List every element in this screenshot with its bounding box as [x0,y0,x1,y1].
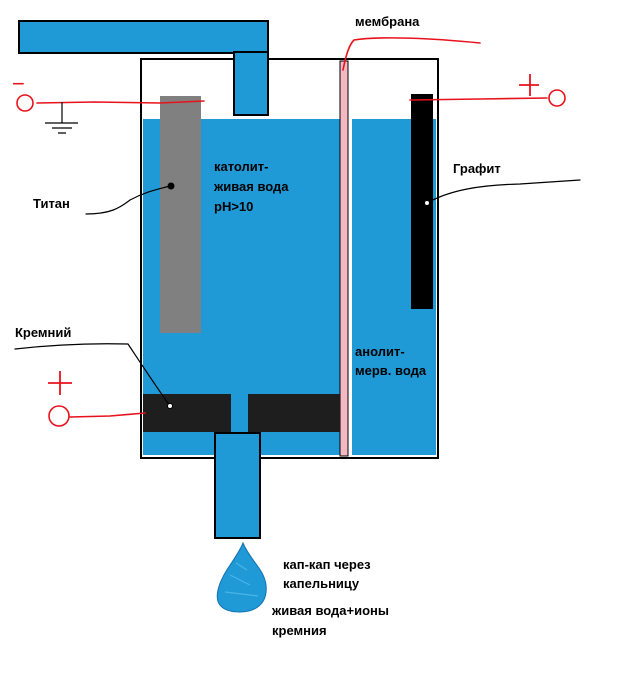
label-catholyte-2: живая вода [213,179,289,194]
anode-plus-icon [519,74,539,96]
anode-wire [409,97,548,101]
outlet-tube [214,432,261,539]
cathode-sign: − [12,71,25,96]
silicon-dot [167,403,173,409]
inlet-pipe-drop [233,51,269,116]
silicon-leader [14,343,171,407]
label-anolyte-2: мерв. вода [355,363,427,378]
label-result-2: кремния [272,623,327,638]
label-silicon: Кремний [15,325,71,340]
silicon-wire [69,412,146,418]
label-drip-1: кап-кап через [283,557,371,572]
cathode-terminal [16,94,34,112]
membrane [339,60,349,457]
label-titan: Титан [33,196,70,211]
water-drop [216,541,267,613]
label-graphite: Графит [453,161,501,176]
label-catholyte-3: pH>10 [214,199,253,214]
label-membrane: мембрана [355,14,420,29]
anode-terminal [548,89,566,107]
membrane-leader [342,37,481,71]
graphite-electrode [411,94,433,309]
titan-dot [167,182,175,190]
label-result-1: живая вода+ионы [271,603,389,618]
silicon-terminal [48,405,70,427]
silicon-plus-icon [48,371,72,395]
label-drip-2: капельницу [283,576,360,591]
cathode-wire [36,100,205,104]
titan-leader [85,185,171,215]
graphite-leader [426,179,581,204]
label-anolyte-1: анолит- [355,344,405,359]
graphite-dot [424,200,430,206]
silicon-plate-left [143,394,231,432]
label-catholyte-1: католит- [214,159,269,174]
silicon-plate-right [248,394,340,432]
ground-icon [45,102,78,134]
titanium-electrode [160,96,201,333]
